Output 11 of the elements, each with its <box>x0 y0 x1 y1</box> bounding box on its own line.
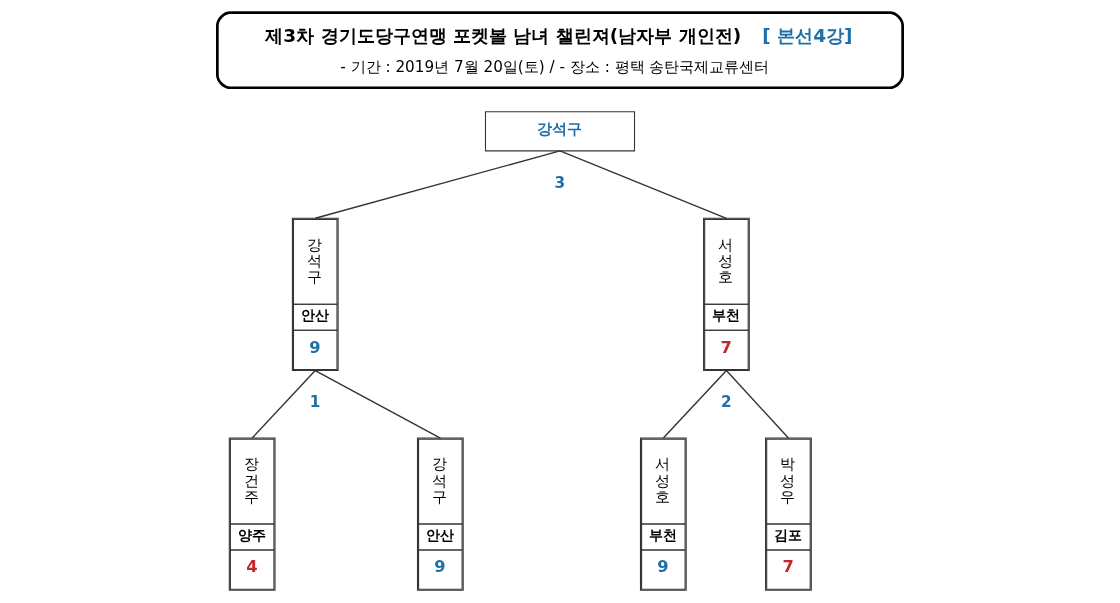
connector <box>662 369 728 439</box>
label: 3 <box>554 173 566 192</box>
connector <box>314 150 561 219</box>
label: 1 <box>309 393 321 412</box>
connector <box>725 369 790 439</box>
node-box: 제3차 경기도당구연맹 포켓볼 남녀 챌린져(남자부 개인전) [ 본선4강] - 기간 : 2019년 7월 20일(토) / - 장소 : 평택 송탄국제교류센터 <box>216 11 904 90</box>
connector <box>251 369 316 439</box>
node-box: 강석구 <box>484 111 636 152</box>
connector <box>559 150 728 219</box>
connector <box>314 369 442 439</box>
label: 2 <box>720 393 732 412</box>
